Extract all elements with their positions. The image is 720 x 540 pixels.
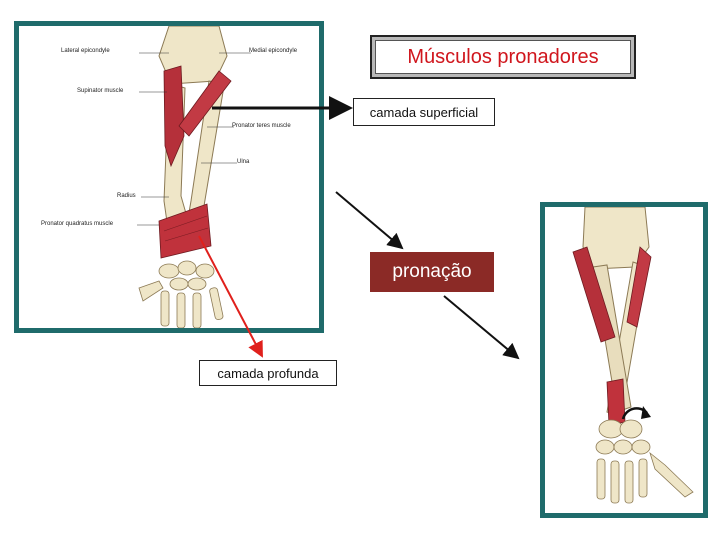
label-lateral-epicondyle: Lateral epicondyle — [61, 48, 110, 54]
label-pronator-quadratus-muscle: Pronator quadratus muscle — [41, 221, 114, 227]
label-ulna: Ulna — [237, 159, 250, 165]
forearm-anatomy-panel: Lateral epicondyle Medial epicondyle Sup… — [14, 21, 324, 333]
page-title: Músculos pronadores — [375, 40, 631, 74]
arrow-to-pronacao — [335, 191, 404, 250]
arrow-to-profunda — [198, 235, 263, 358]
label-pronator-teres-muscle: Pronator teres muscle — [232, 123, 291, 129]
title-box: Músculos pronadores — [370, 35, 636, 79]
arrow-to-pronated-forearm — [443, 295, 520, 360]
label-radius: Radius — [117, 193, 136, 199]
label-supinator-muscle: Supinator muscle — [77, 88, 124, 94]
pronated-forearm-illustration — [572, 206, 694, 504]
deep-layer-label: camada profunda — [199, 360, 337, 386]
pronation-illustration-panel — [540, 202, 708, 518]
superficial-layer-label: camada superficial — [353, 98, 495, 126]
label-medial-epicondyle: Medial epicondyle — [249, 48, 298, 54]
forearm-bones-illustration — [137, 25, 251, 329]
pronation-label: pronação — [370, 252, 494, 292]
